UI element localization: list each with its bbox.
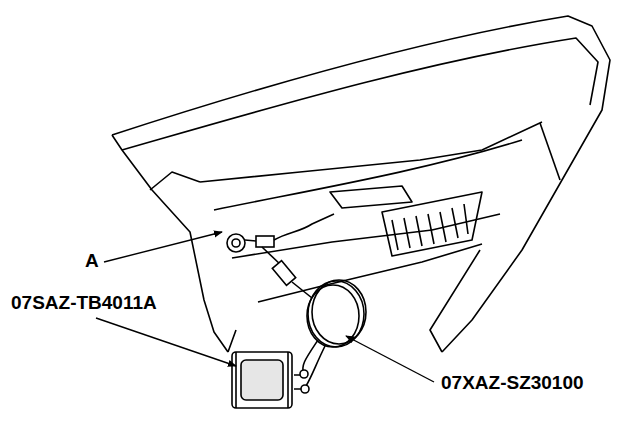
part-label: A xyxy=(84,250,100,272)
test-harness xyxy=(301,385,309,393)
part-label: 07XAZ-SZ30100 xyxy=(440,372,585,394)
connector-a xyxy=(227,234,245,252)
test-harness xyxy=(312,280,366,344)
test-harness xyxy=(303,340,318,374)
body-outline xyxy=(112,135,228,352)
body-outline xyxy=(258,244,482,302)
body-outline xyxy=(112,16,610,352)
body-outline xyxy=(150,172,200,190)
body-outline xyxy=(330,186,412,208)
connector-a xyxy=(245,214,334,241)
body-outline xyxy=(382,192,482,256)
test-box xyxy=(232,352,292,408)
test-box xyxy=(241,360,283,400)
body-outline xyxy=(228,250,480,352)
test-harness xyxy=(294,375,301,389)
test-harness xyxy=(292,282,312,298)
leader-arrow xyxy=(96,318,236,366)
test-harness xyxy=(272,261,295,286)
connector-a xyxy=(227,214,334,252)
body-outline xyxy=(112,16,610,352)
body-outline xyxy=(540,123,560,180)
connector-a xyxy=(232,239,240,247)
body-outline xyxy=(214,140,522,210)
leader-arrow xyxy=(346,336,434,382)
test-box xyxy=(232,352,292,408)
test-box xyxy=(236,352,288,408)
body-outline xyxy=(122,38,598,150)
test-harness xyxy=(300,370,308,378)
leader-arrow xyxy=(104,232,222,262)
body-outline xyxy=(392,204,468,250)
test-harness xyxy=(306,344,326,386)
part-label: 07SAZ-TB4011A xyxy=(10,292,158,314)
connector-a xyxy=(256,236,274,247)
test-harness xyxy=(307,285,359,347)
body-outline xyxy=(200,122,542,182)
